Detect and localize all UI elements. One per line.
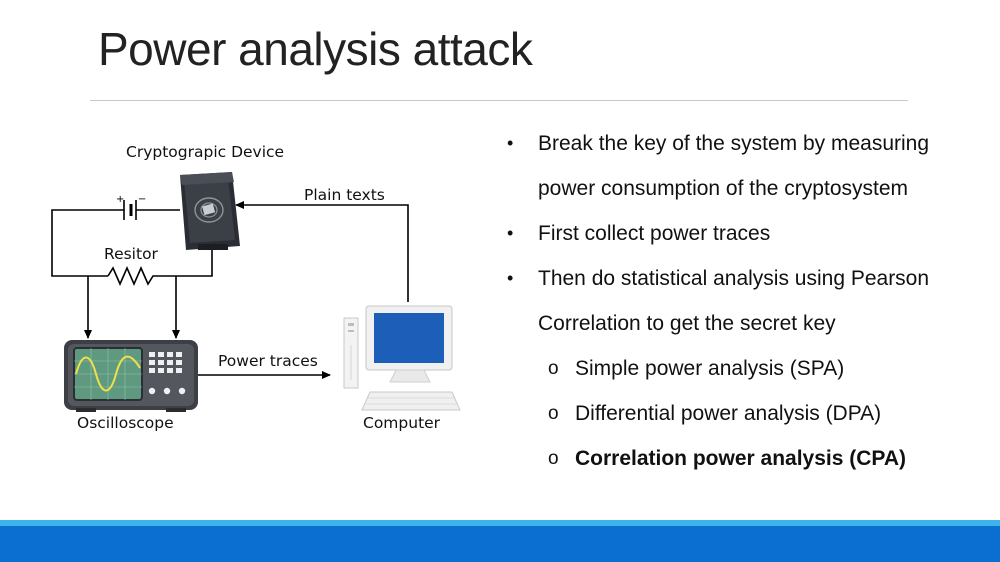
crypto-device-icon <box>180 172 240 250</box>
sub-bullet-item: o Correlation power analysis (CPA) <box>505 436 985 481</box>
device-label: Cryptograpic Device <box>126 143 284 161</box>
sub-bullet-text-bold: Correlation power analysis (CPA) <box>575 447 907 470</box>
battery-icon: + − <box>116 194 146 220</box>
computer-icon <box>343 305 461 411</box>
bullet-item: Break the key of the system by measuring <box>505 121 985 166</box>
bullet-item-continuation: power consumption of the cryptosystem <box>538 177 909 200</box>
footer-bar <box>0 526 1000 562</box>
footer-accent-line <box>0 520 1000 526</box>
bullet-item: Then do statistical analysis using Pears… <box>505 256 985 301</box>
sub-bullet-item: o Simple power analysis (SPA) <box>505 346 985 391</box>
oscilloscope-icon <box>64 340 198 412</box>
computer-label: Computer <box>363 414 441 432</box>
bullet-item: First collect power traces <box>505 211 985 256</box>
bullet-list: Break the key of the system by measuring… <box>505 121 985 481</box>
sub-bullet-item: o Differential power analysis (DPA) <box>505 391 985 436</box>
circuit-wires <box>51 201 409 379</box>
resistor-icon <box>107 266 156 286</box>
svg-text:−: − <box>138 194 146 205</box>
sub-bullet-marker: o <box>548 358 559 379</box>
sub-bullet-text: Simple power analysis (SPA) <box>575 357 845 380</box>
bullet-item-continuation: Correlation to get the secret key <box>538 312 836 335</box>
resistor-label: Resitor <box>104 245 159 263</box>
sub-bullet-marker: o <box>548 448 559 469</box>
sub-bullet-text: Differential power analysis (DPA) <box>575 402 882 425</box>
oscilloscope-label: Oscilloscope <box>77 414 174 432</box>
plain-texts-label: Plain texts <box>304 186 385 204</box>
sub-bullet-marker: o <box>548 403 559 424</box>
bullet-list-container: Break the key of the system by measuring… <box>505 121 985 481</box>
svg-text:+: + <box>116 194 124 205</box>
slide-title: Power analysis attack <box>98 23 533 75</box>
power-traces-label: Power traces <box>218 352 318 370</box>
title-divider <box>90 100 908 101</box>
